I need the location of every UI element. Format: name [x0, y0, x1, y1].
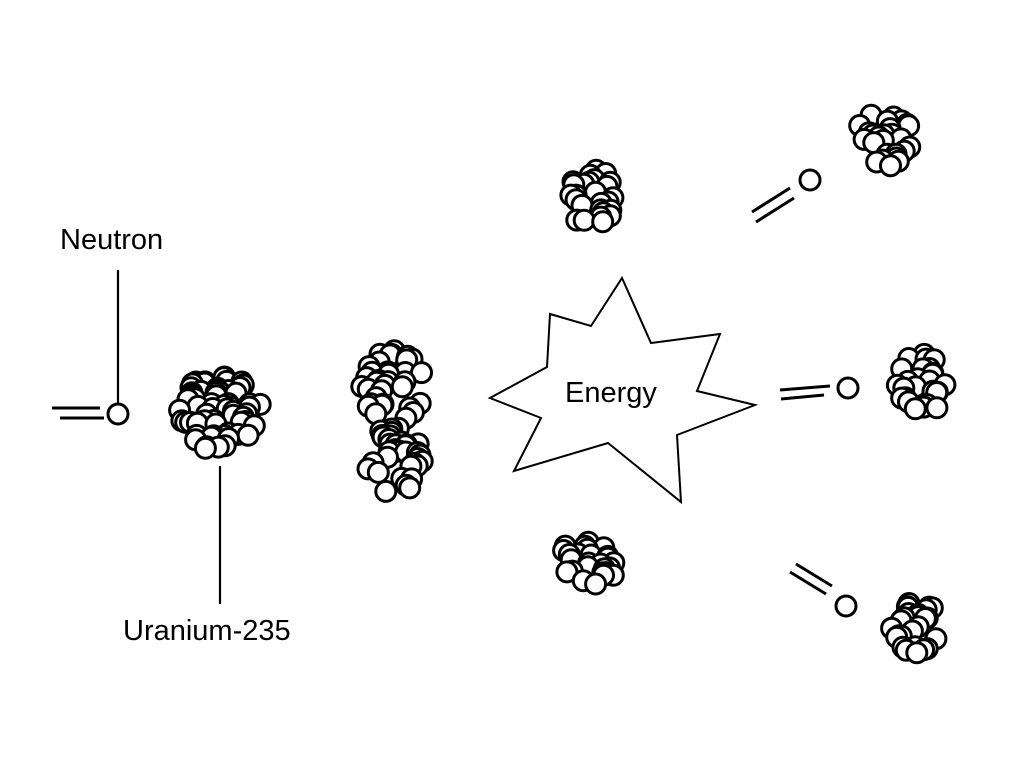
fission-fragment-top	[559, 158, 625, 234]
energy-label: Energy	[565, 377, 657, 409]
nucleon	[591, 210, 615, 234]
nucleon	[193, 436, 217, 460]
uranium-235-nucleus	[168, 365, 272, 460]
uranium-label: Uranium-235	[123, 615, 291, 647]
fission-fragment-bottom	[552, 530, 626, 596]
nucleon	[572, 208, 596, 232]
splitting-nucleus	[350, 339, 434, 503]
nucleon	[903, 397, 927, 421]
released-neutron-bottom	[789, 562, 858, 618]
target-nucleus-top	[848, 103, 922, 178]
nucleon	[925, 396, 949, 420]
released-neutron-middle	[779, 376, 860, 401]
nucleon	[584, 572, 608, 596]
energy-burst	[487, 275, 759, 505]
nucleon	[905, 641, 929, 665]
incoming-neutron	[52, 402, 130, 426]
nucleon	[236, 423, 260, 447]
nucleon	[390, 375, 414, 399]
nucleon	[374, 479, 398, 503]
neutron-label: Neutron	[60, 224, 163, 256]
nucleon	[366, 460, 390, 484]
nucleon	[879, 154, 902, 178]
target-nucleus-bottom	[880, 592, 948, 665]
released-neutron-top	[751, 168, 822, 224]
target-nucleus-middle	[885, 342, 957, 421]
nucleon	[398, 476, 422, 500]
